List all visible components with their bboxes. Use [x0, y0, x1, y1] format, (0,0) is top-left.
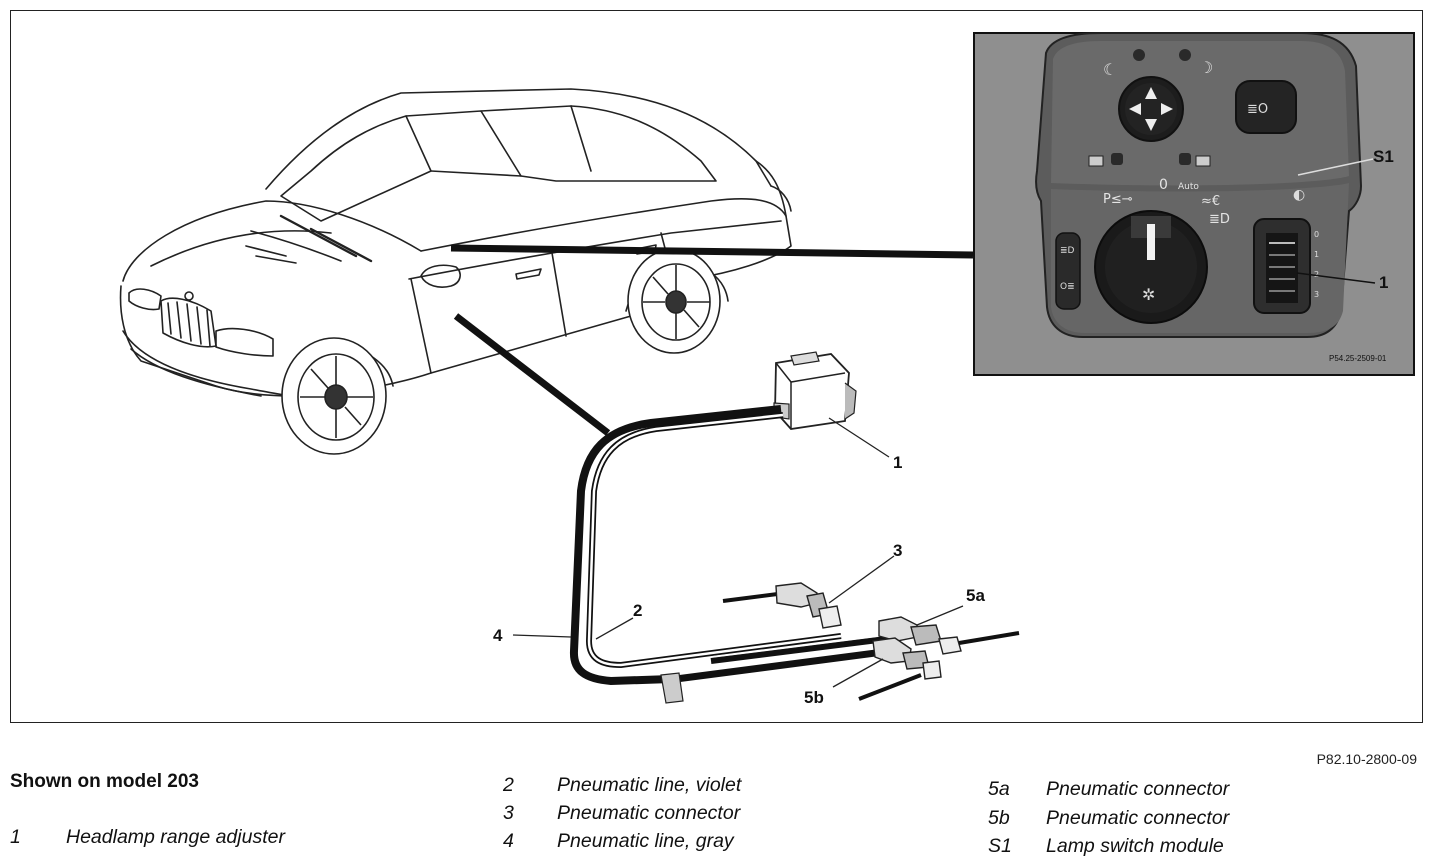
diagram-figure: ☾ ☽ ≣O P≤⊸ 0 Auto ≈€ ≣D: [10, 10, 1423, 723]
legend-text: Pneumatic line, gray: [557, 830, 734, 852]
callout-5a: 5a: [966, 586, 985, 605]
callout-1: 1: [893, 453, 903, 472]
callout-4: 4: [493, 626, 503, 645]
inset-figure-code: P54.25-2509-01: [1329, 354, 1387, 363]
svg-text:P≤⊸: P≤⊸: [1103, 192, 1133, 207]
legend-text: Headlamp range adjuster: [66, 826, 285, 848]
lamp-switch-inset: ☾ ☽ ≣O P≤⊸ 0 Auto ≈€ ≣D: [973, 32, 1415, 376]
rear-wheel: [627, 248, 721, 354]
legend-text: Pneumatic connector: [557, 802, 741, 824]
callout-2: 2: [633, 601, 643, 620]
legend-number: 3: [503, 802, 514, 824]
svg-text:≣O: ≣O: [1247, 102, 1268, 117]
pneumatic-line-gray: [570, 405, 782, 686]
svg-text:◐: ◐: [1293, 187, 1305, 203]
svg-text:2: 2: [1314, 270, 1319, 279]
legend-number: 2: [503, 774, 514, 796]
legend-item-2: 2 Pneumatic line, violet: [503, 774, 741, 797]
callout-3: 3: [893, 541, 903, 560]
front-wheel: [281, 337, 387, 455]
legend-number: 5a: [988, 778, 1010, 800]
pneumatic-line-violet: [587, 413, 842, 667]
detail-leader-line: [453, 313, 611, 436]
legend-item-s1: S1 Lamp switch module: [988, 835, 1224, 858]
svg-text:☽: ☽: [1199, 58, 1213, 77]
inset-leader-line: [450, 244, 974, 259]
callout-5b: 5b: [804, 688, 824, 707]
legend-item-1: 1 Headlamp range adjuster: [10, 826, 285, 849]
svg-text:✲: ✲: [1142, 285, 1155, 304]
legend-number: S1: [988, 835, 1012, 857]
legend-number: 5b: [988, 807, 1010, 829]
figure-code: P82.10-2800-09: [1316, 751, 1417, 767]
svg-text:1: 1: [1314, 250, 1319, 259]
legend-item-5a: 5a Pneumatic connector: [988, 778, 1229, 801]
adjuster-assembly: [512, 351, 1020, 704]
svg-text:≣D: ≣D: [1060, 246, 1075, 256]
legend-text: Pneumatic line, violet: [557, 774, 742, 796]
svg-text:3: 3: [1314, 290, 1319, 299]
legend-text: Pneumatic connector: [1046, 807, 1230, 829]
legend-item-5b: 5b Pneumatic connector: [988, 807, 1229, 830]
diagram-drawing: ☾ ☽ ≣O P≤⊸ 0 Auto ≈€ ≣D: [119, 32, 1415, 704]
legend-item-4: 4 Pneumatic line, gray: [503, 830, 734, 853]
svg-text:O≣: O≣: [1060, 282, 1075, 292]
legend-text: Pneumatic connector: [1046, 778, 1230, 800]
svg-text:≣D: ≣D: [1209, 212, 1230, 227]
svg-text:0: 0: [1159, 177, 1168, 193]
inset-callout-1: 1: [1379, 273, 1389, 292]
legend-number: 4: [503, 830, 514, 852]
pneumatic-line-violet-outline: [585, 412, 842, 669]
svg-text:≈€: ≈€: [1201, 194, 1220, 209]
shown-on-caption: Shown on model 203: [10, 771, 199, 792]
svg-text:0: 0: [1314, 230, 1319, 239]
legend-number: 1: [10, 826, 21, 848]
legend-text: Lamp switch module: [1046, 835, 1224, 857]
svg-text:☾: ☾: [1103, 60, 1117, 79]
legend-item-3: 3 Pneumatic connector: [503, 802, 740, 825]
svg-text:Auto: Auto: [1178, 182, 1199, 192]
callout-s1: S1: [1373, 147, 1394, 166]
